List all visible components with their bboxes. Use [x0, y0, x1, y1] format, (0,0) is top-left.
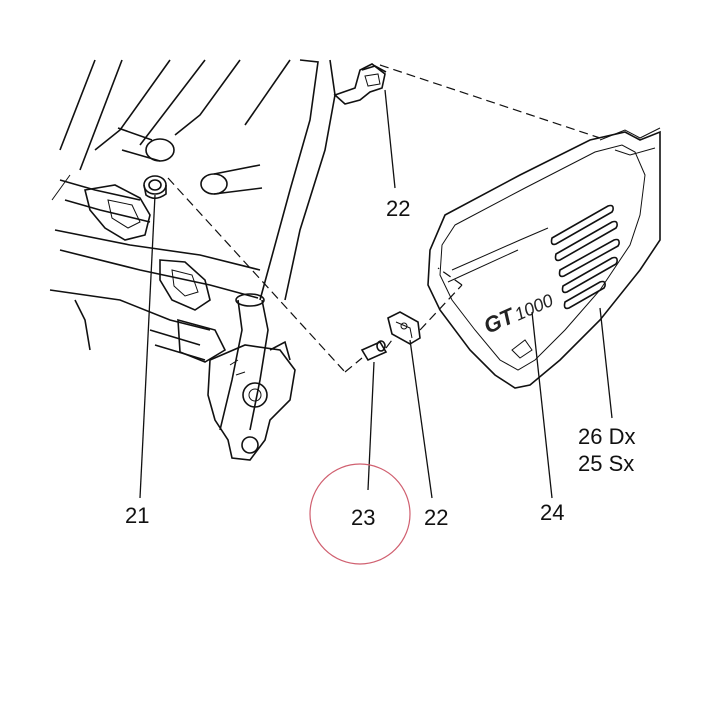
grommet-part-21: [143, 175, 167, 200]
vent-slots: [550, 204, 620, 310]
part-label-24: 24: [540, 500, 564, 525]
assembly-lines: [167, 64, 601, 373]
panel-logo-1000: 1000: [511, 290, 556, 325]
clip-part-22: [387, 311, 421, 345]
pin-part-23: [360, 340, 388, 362]
side-cover-panel: GT 1000: [427, 127, 661, 389]
leader-lines: [139, 89, 613, 499]
frame-structure: [49, 59, 387, 461]
part-label-21: 21: [125, 503, 149, 528]
part-label-23: 23: [351, 505, 375, 530]
part-label-22-top: 22: [386, 196, 410, 221]
highlight-circle: [309, 463, 411, 565]
part-label-22-bottom: 22: [424, 505, 448, 530]
part-label-26-dx: 26 Dx: [578, 424, 635, 449]
part-label-25-sx: 25 Sx: [578, 451, 634, 476]
